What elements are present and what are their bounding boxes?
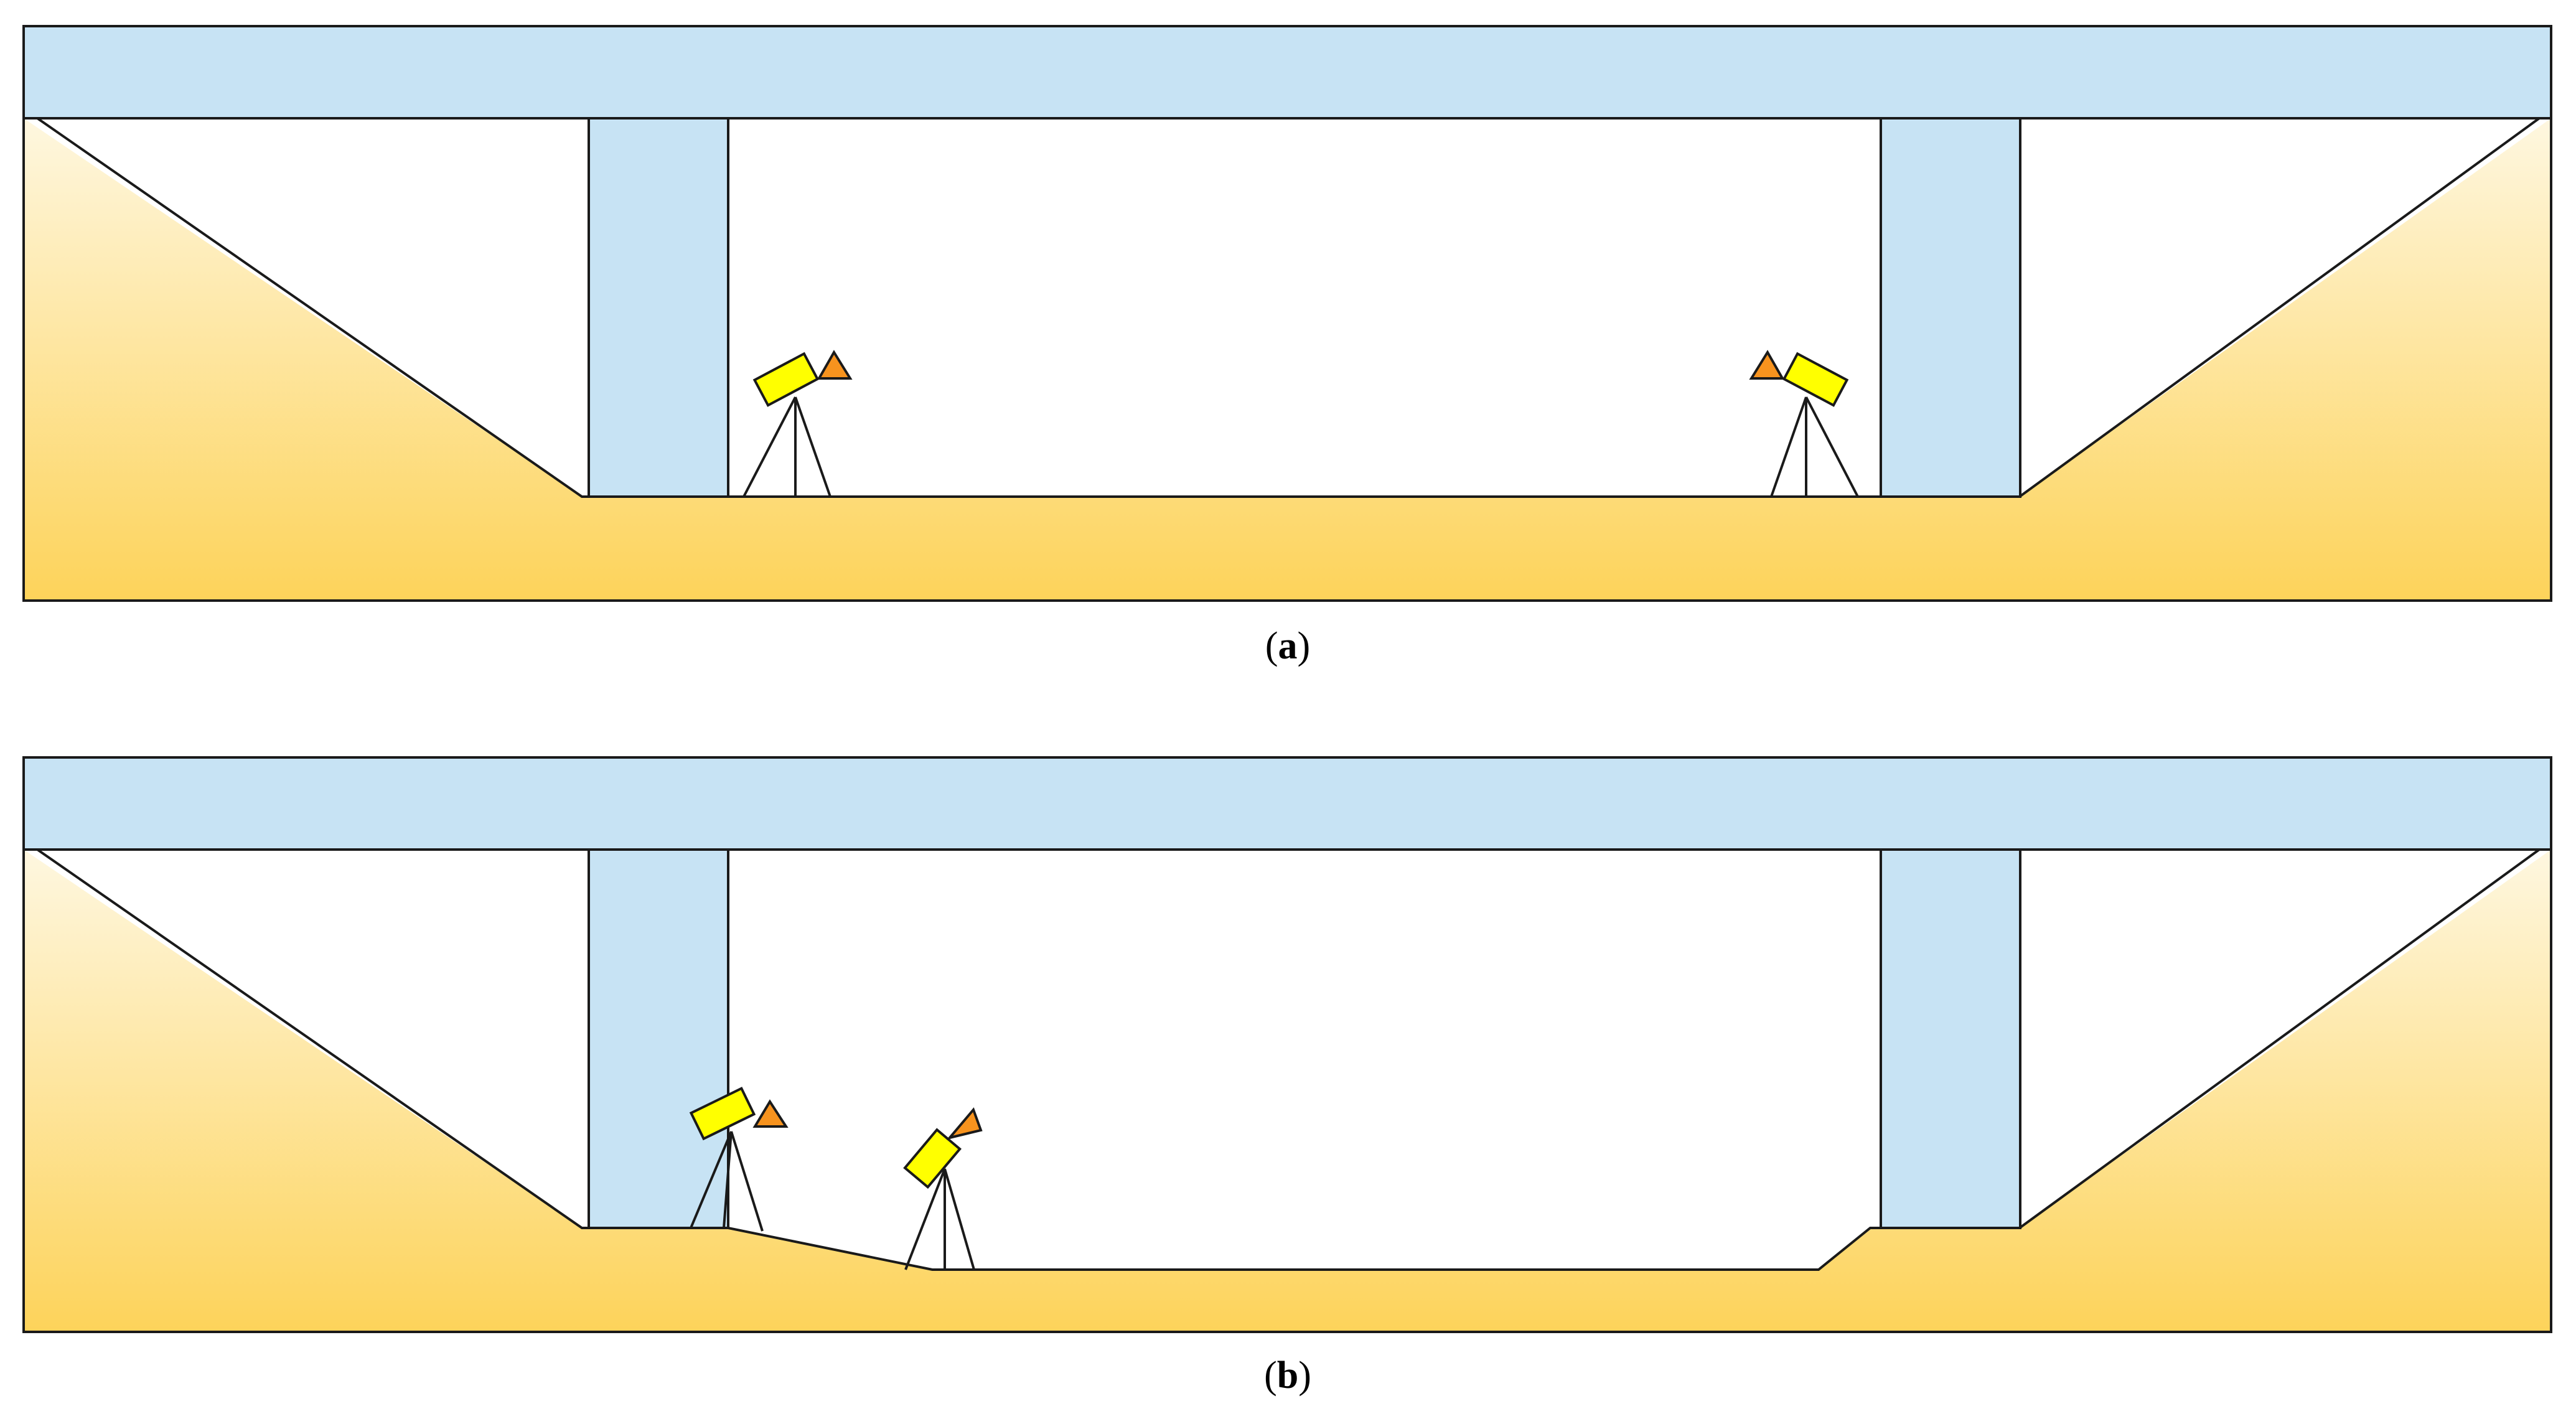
panel-a-left-pier <box>588 117 729 498</box>
panel-a-right-pier <box>1880 117 2021 498</box>
panel-b-left-pier <box>588 848 729 1229</box>
panel-b-ground <box>24 850 2551 1332</box>
camera-tripod-icon <box>1749 350 1859 497</box>
panel-a: (a) <box>22 25 2552 667</box>
panel-a-caption: (a) <box>1265 625 1310 667</box>
panel-a-border <box>22 25 2552 602</box>
panel-a-ground <box>24 118 2551 601</box>
panel-b: (b) <box>22 756 2552 1397</box>
panel-a-bridge-deck <box>22 25 2552 119</box>
panel-b-caption: (b) <box>1264 1354 1311 1397</box>
panel-b-right-pier <box>1880 848 2021 1229</box>
camera-tripod-icon <box>742 350 853 497</box>
camera-tripod-icon <box>689 1087 789 1232</box>
panel-a-ground-line <box>36 117 2541 498</box>
panel-b-border <box>22 756 2552 1333</box>
camera-tripod-icon <box>903 1107 983 1270</box>
panel-b-bridge-deck <box>22 756 2552 851</box>
